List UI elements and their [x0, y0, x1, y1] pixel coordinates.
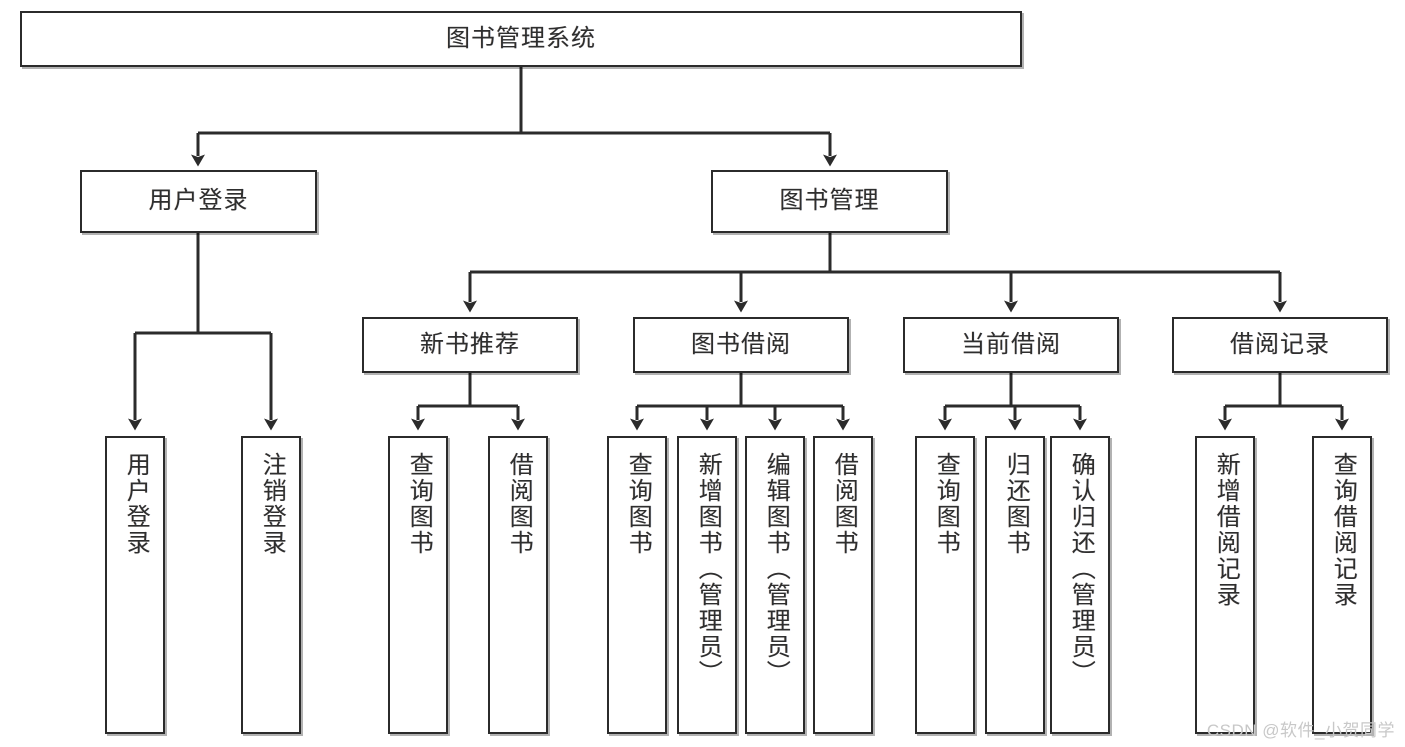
node-leaf-edit-book-admin[interactable]: 编辑图书（管理员）: [745, 436, 805, 734]
node-borrow-record[interactable]: 借阅记录: [1172, 317, 1388, 373]
node-leaf-user-login[interactable]: 用户登录: [105, 436, 165, 734]
node-label: 查询借阅记录: [1329, 452, 1357, 608]
node-label: 新增图书（管理员）: [694, 452, 722, 686]
node-label: 注销登录: [258, 452, 286, 556]
node-leaf-confirm-return-admin[interactable]: 确认归还（管理员）: [1050, 436, 1110, 734]
node-label: 图书借阅: [691, 330, 791, 358]
node-leaf-logout[interactable]: 注销登录: [241, 436, 301, 734]
node-label: 编辑图书（管理员）: [762, 452, 790, 686]
node-label: 借阅记录: [1230, 330, 1330, 358]
node-new-book-recommend[interactable]: 新书推荐: [362, 317, 578, 373]
node-leaf-borrow-book-recommend[interactable]: 借阅图书: [488, 436, 548, 734]
node-label: 借阅图书: [830, 452, 858, 556]
node-leaf-return-book[interactable]: 归还图书: [985, 436, 1045, 734]
node-label: 新增借阅记录: [1212, 452, 1240, 608]
node-leaf-add-borrow-record[interactable]: 新增借阅记录: [1195, 436, 1255, 734]
node-label: 用户登录: [122, 452, 150, 556]
node-label: 归还图书: [1002, 452, 1030, 556]
node-label: 查询图书: [624, 452, 652, 556]
node-label: 图书管理: [779, 187, 880, 215]
node-label: 查询图书: [405, 452, 433, 556]
node-label: 图书管理系统: [446, 24, 596, 52]
node-label: 借阅图书: [505, 452, 533, 556]
node-root-book-management-system[interactable]: 图书管理系统: [20, 11, 1022, 67]
node-user-login[interactable]: 用户登录: [80, 170, 317, 233]
node-leaf-query-book-borrow[interactable]: 查询图书: [607, 436, 667, 734]
node-label: 查询图书: [932, 452, 960, 556]
node-label: 当前借阅: [961, 330, 1061, 358]
node-leaf-query-book-recommend[interactable]: 查询图书: [388, 436, 448, 734]
node-label: 用户登录: [148, 187, 249, 215]
node-label: 新书推荐: [420, 330, 520, 358]
node-leaf-add-book-admin[interactable]: 新增图书（管理员）: [677, 436, 737, 734]
node-book-borrow[interactable]: 图书借阅: [633, 317, 849, 373]
node-leaf-query-borrow-record[interactable]: 查询借阅记录: [1312, 436, 1372, 734]
node-book-management[interactable]: 图书管理: [711, 170, 948, 233]
node-leaf-borrow-book[interactable]: 借阅图书: [813, 436, 873, 734]
node-leaf-query-book-current[interactable]: 查询图书: [915, 436, 975, 734]
node-current-borrow[interactable]: 当前借阅: [903, 317, 1119, 373]
node-label: 确认归还（管理员）: [1067, 452, 1095, 686]
